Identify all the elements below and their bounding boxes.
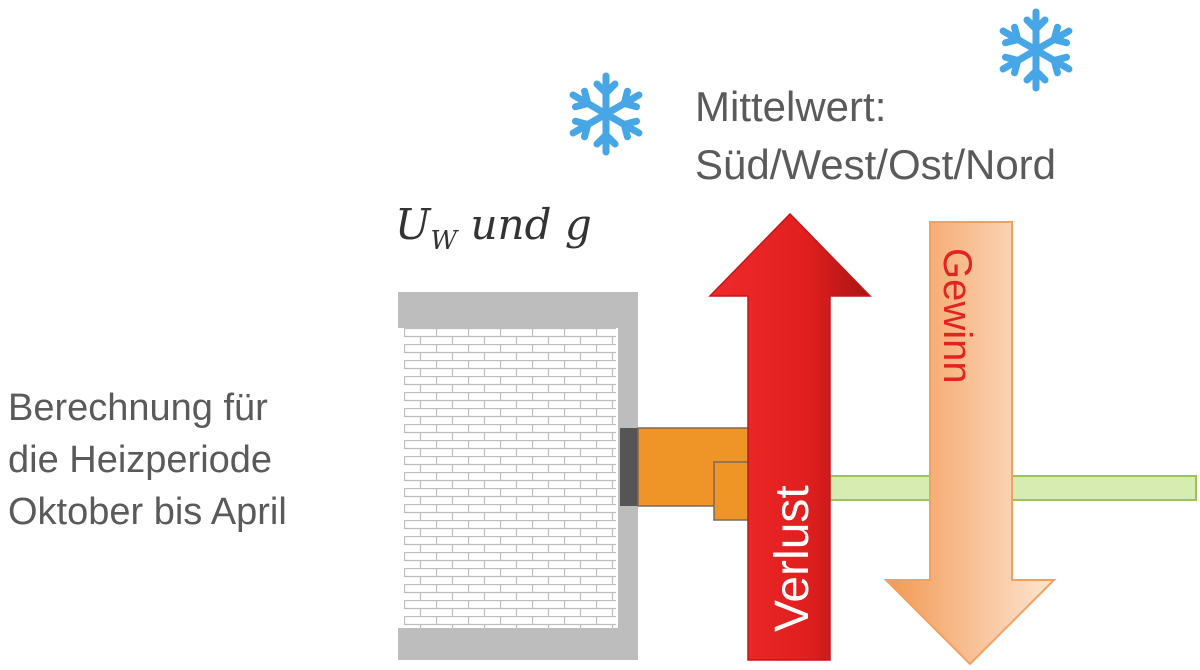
snowflake-icon (569, 76, 644, 152)
snowflake-icon (999, 12, 1074, 88)
window-frame (620, 427, 765, 521)
average-line-2: Süd/West/Ost/Nord (695, 141, 1057, 188)
calculation-line-2: die Heizperiode (8, 439, 273, 481)
gain-arrow (883, 221, 1057, 666)
gain-label: Gewinn (935, 248, 979, 384)
formula-u: U (395, 200, 431, 249)
uw-and-g-formula: UW und g (395, 200, 592, 256)
wall-section (398, 292, 638, 660)
calculation-line-1: Berechnung für (8, 387, 268, 429)
formula-subscript: W (430, 226, 458, 256)
loss-arrow (708, 212, 872, 661)
calculation-period-text: Berechnung für die Heizperiode Oktober b… (8, 382, 287, 538)
average-line-1: Mittelwert: (695, 83, 887, 130)
calculation-line-3: Oktober bis April (8, 491, 287, 533)
formula-rest: und g (457, 200, 592, 249)
loss-label: Verlust (766, 485, 819, 632)
average-orientation-text: Mittelwert: Süd/West/Ost/Nord (695, 78, 1056, 194)
